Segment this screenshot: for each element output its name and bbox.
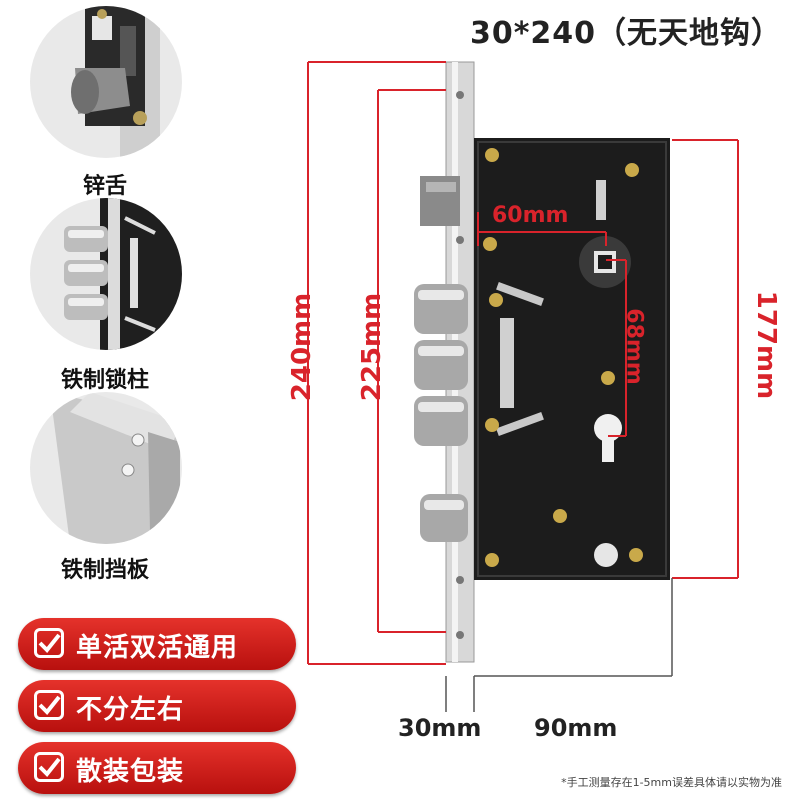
feature-badge-reversible: 不分左右	[18, 680, 296, 732]
deadbolts	[414, 284, 468, 542]
feature-badge-packaging: 散装包装	[18, 742, 296, 794]
feature-label-iron-bolt: 铁制锁柱	[60, 368, 149, 393]
feature-label-zinc-latch: 锌舌	[82, 174, 127, 199]
dimension-center-distance: 68mm	[621, 308, 647, 385]
check-icon	[34, 752, 64, 782]
check-icon	[34, 628, 64, 658]
zinc-latch-photo	[30, 6, 182, 158]
badge-label: 不分左右	[76, 695, 185, 725]
dimension-inner-height: 225mm	[357, 292, 388, 402]
product-title: 30*240（无天地钩）	[470, 16, 783, 51]
feature-label-iron-faceplate: 铁制挡板	[60, 558, 149, 583]
check-icon	[34, 690, 64, 720]
dimension-lines	[307, 61, 739, 665]
dimension-spindle-offset: 60mm	[492, 203, 569, 228]
dimension-faceplate-width: 30mm	[398, 714, 482, 742]
badge-label: 单活双活通用	[76, 633, 239, 663]
feature-badge-universal: 单活双活通用	[18, 618, 296, 670]
measurement-note: *手工测量存在1-5mm误差具体请以实物为准	[561, 776, 782, 789]
dimension-total-height: 240mm	[287, 292, 318, 402]
dimension-backset: 90mm	[534, 714, 618, 742]
badge-label: 散装包装	[76, 757, 185, 787]
width-dimension-lines	[445, 578, 673, 712]
dimension-body-height: 177mm	[751, 290, 782, 400]
